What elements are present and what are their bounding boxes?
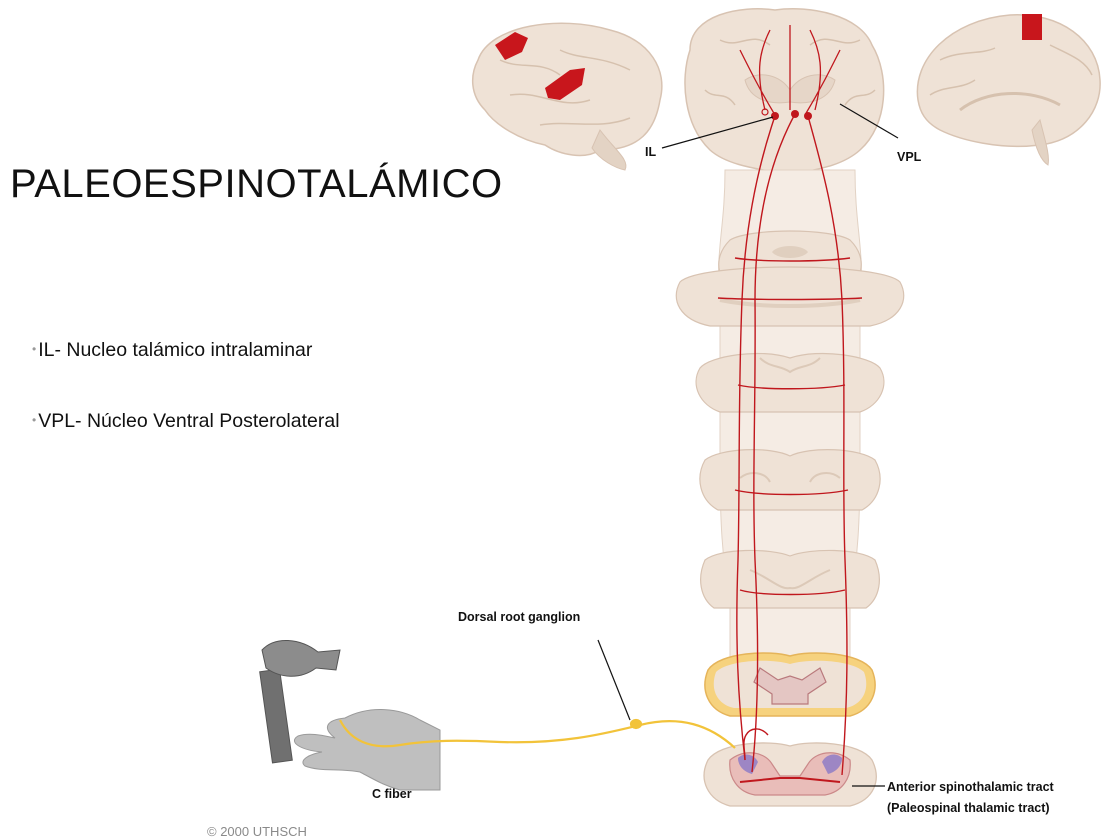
label-vpl: VPL	[897, 150, 921, 164]
bullet-il-text: IL- Nucleo talámico intralaminar	[38, 339, 312, 361]
lumbar-cord-section	[704, 743, 876, 806]
pons-section	[676, 267, 904, 326]
medial-brain-view	[917, 14, 1100, 165]
lateral-brain-view	[473, 23, 662, 170]
bullet-dot: •	[32, 342, 36, 356]
cervical-cord-section	[701, 550, 880, 608]
label-dorsal-root-ganglion: Dorsal root ganglion	[458, 610, 580, 624]
bullet-vpl-text: VPL- Núcleo Ventral Posterolateral	[38, 410, 339, 432]
hand-icon	[294, 710, 440, 790]
label-c-fiber: C fiber	[372, 787, 412, 801]
bullet-dot: •	[32, 413, 36, 427]
lower-medulla-section	[700, 450, 880, 510]
dorsal-root-ganglion	[631, 720, 641, 728]
bullet-vpl: •VPL- Núcleo Ventral Posterolateral	[32, 410, 340, 433]
slide-title: PALEOESPINOTALÁMICO	[10, 162, 503, 207]
label-anterior-tract: Anterior spinothalamic tract	[887, 780, 1054, 794]
label-paleospinal-tract: (Paleospinal thalamic tract)	[887, 801, 1050, 815]
copyright-watermark: © 2000 UTHSCH	[207, 824, 307, 838]
thoracic-cord-section	[705, 653, 875, 716]
upper-medulla-section	[696, 353, 884, 412]
cortex-highlight-medial	[1022, 14, 1042, 40]
label-il: IL	[645, 145, 656, 159]
coronal-brain-section	[685, 9, 884, 175]
bullet-il: •IL- Nucleo talámico intralaminar	[32, 339, 312, 362]
